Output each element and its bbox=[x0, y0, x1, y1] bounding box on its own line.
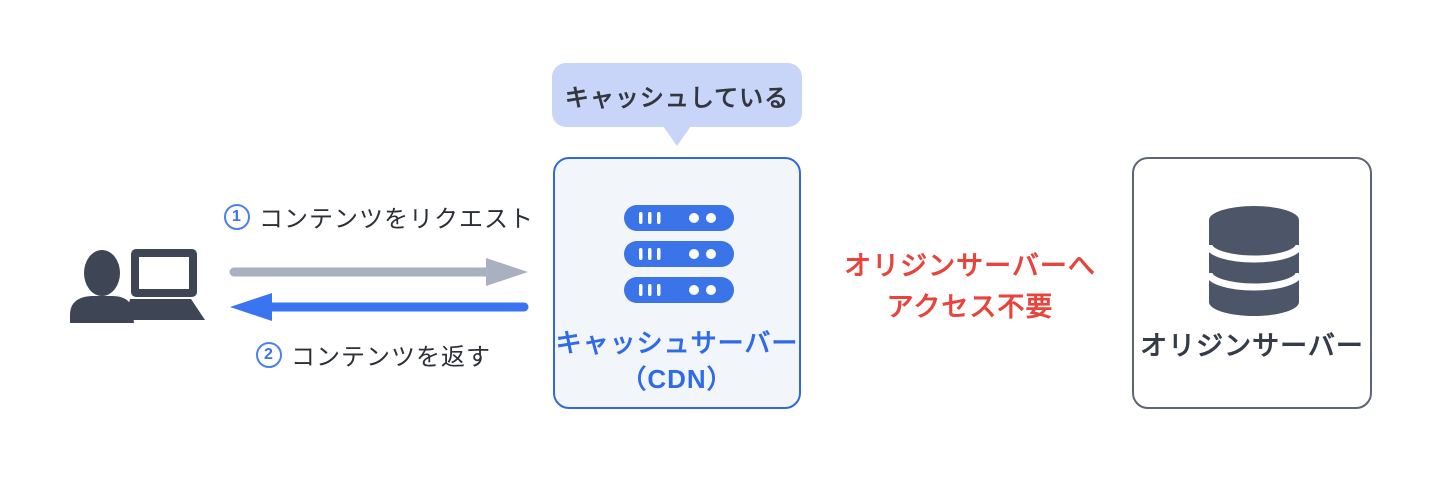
step-1-badge: 1 bbox=[224, 203, 250, 230]
request-flow-label: 1 コンテンツをリクエスト bbox=[224, 199, 534, 234]
server-stack-icon bbox=[624, 205, 734, 308]
database-icon bbox=[1205, 205, 1303, 322]
cache-server-box: キャッシュサーバー （CDN） bbox=[553, 157, 801, 409]
cache-status-bubble-text: キャッシュしている bbox=[564, 84, 790, 112]
response-arrow-left-icon bbox=[228, 292, 530, 327]
request-arrow-right-icon bbox=[228, 257, 530, 292]
note-line2: アクセス不要 bbox=[886, 292, 1054, 322]
response-flow-label: 2 コンテンツを返す bbox=[256, 337, 491, 372]
bubble-tail bbox=[663, 126, 691, 146]
user-laptop-icon bbox=[68, 247, 208, 328]
cache-server-label: キャッシュサーバー （CDN） bbox=[555, 325, 799, 397]
origin-server-box: オリジンサーバー bbox=[1132, 157, 1372, 409]
step-2-badge: 2 bbox=[256, 341, 282, 368]
note-line1: オリジンサーバーへ bbox=[844, 251, 1096, 281]
cache-server-label-line1: キャッシュサーバー bbox=[555, 328, 799, 358]
cache-server-label-line2: （CDN） bbox=[620, 364, 734, 394]
origin-server-label: オリジンサーバー bbox=[1140, 331, 1364, 361]
cache-status-bubble: キャッシュしている bbox=[552, 63, 802, 127]
no-origin-access-note: オリジンサーバーへ アクセス不要 bbox=[828, 246, 1112, 328]
response-flow-text: コンテンツを返す bbox=[291, 344, 491, 371]
request-flow-text: コンテンツをリクエスト bbox=[259, 206, 534, 233]
